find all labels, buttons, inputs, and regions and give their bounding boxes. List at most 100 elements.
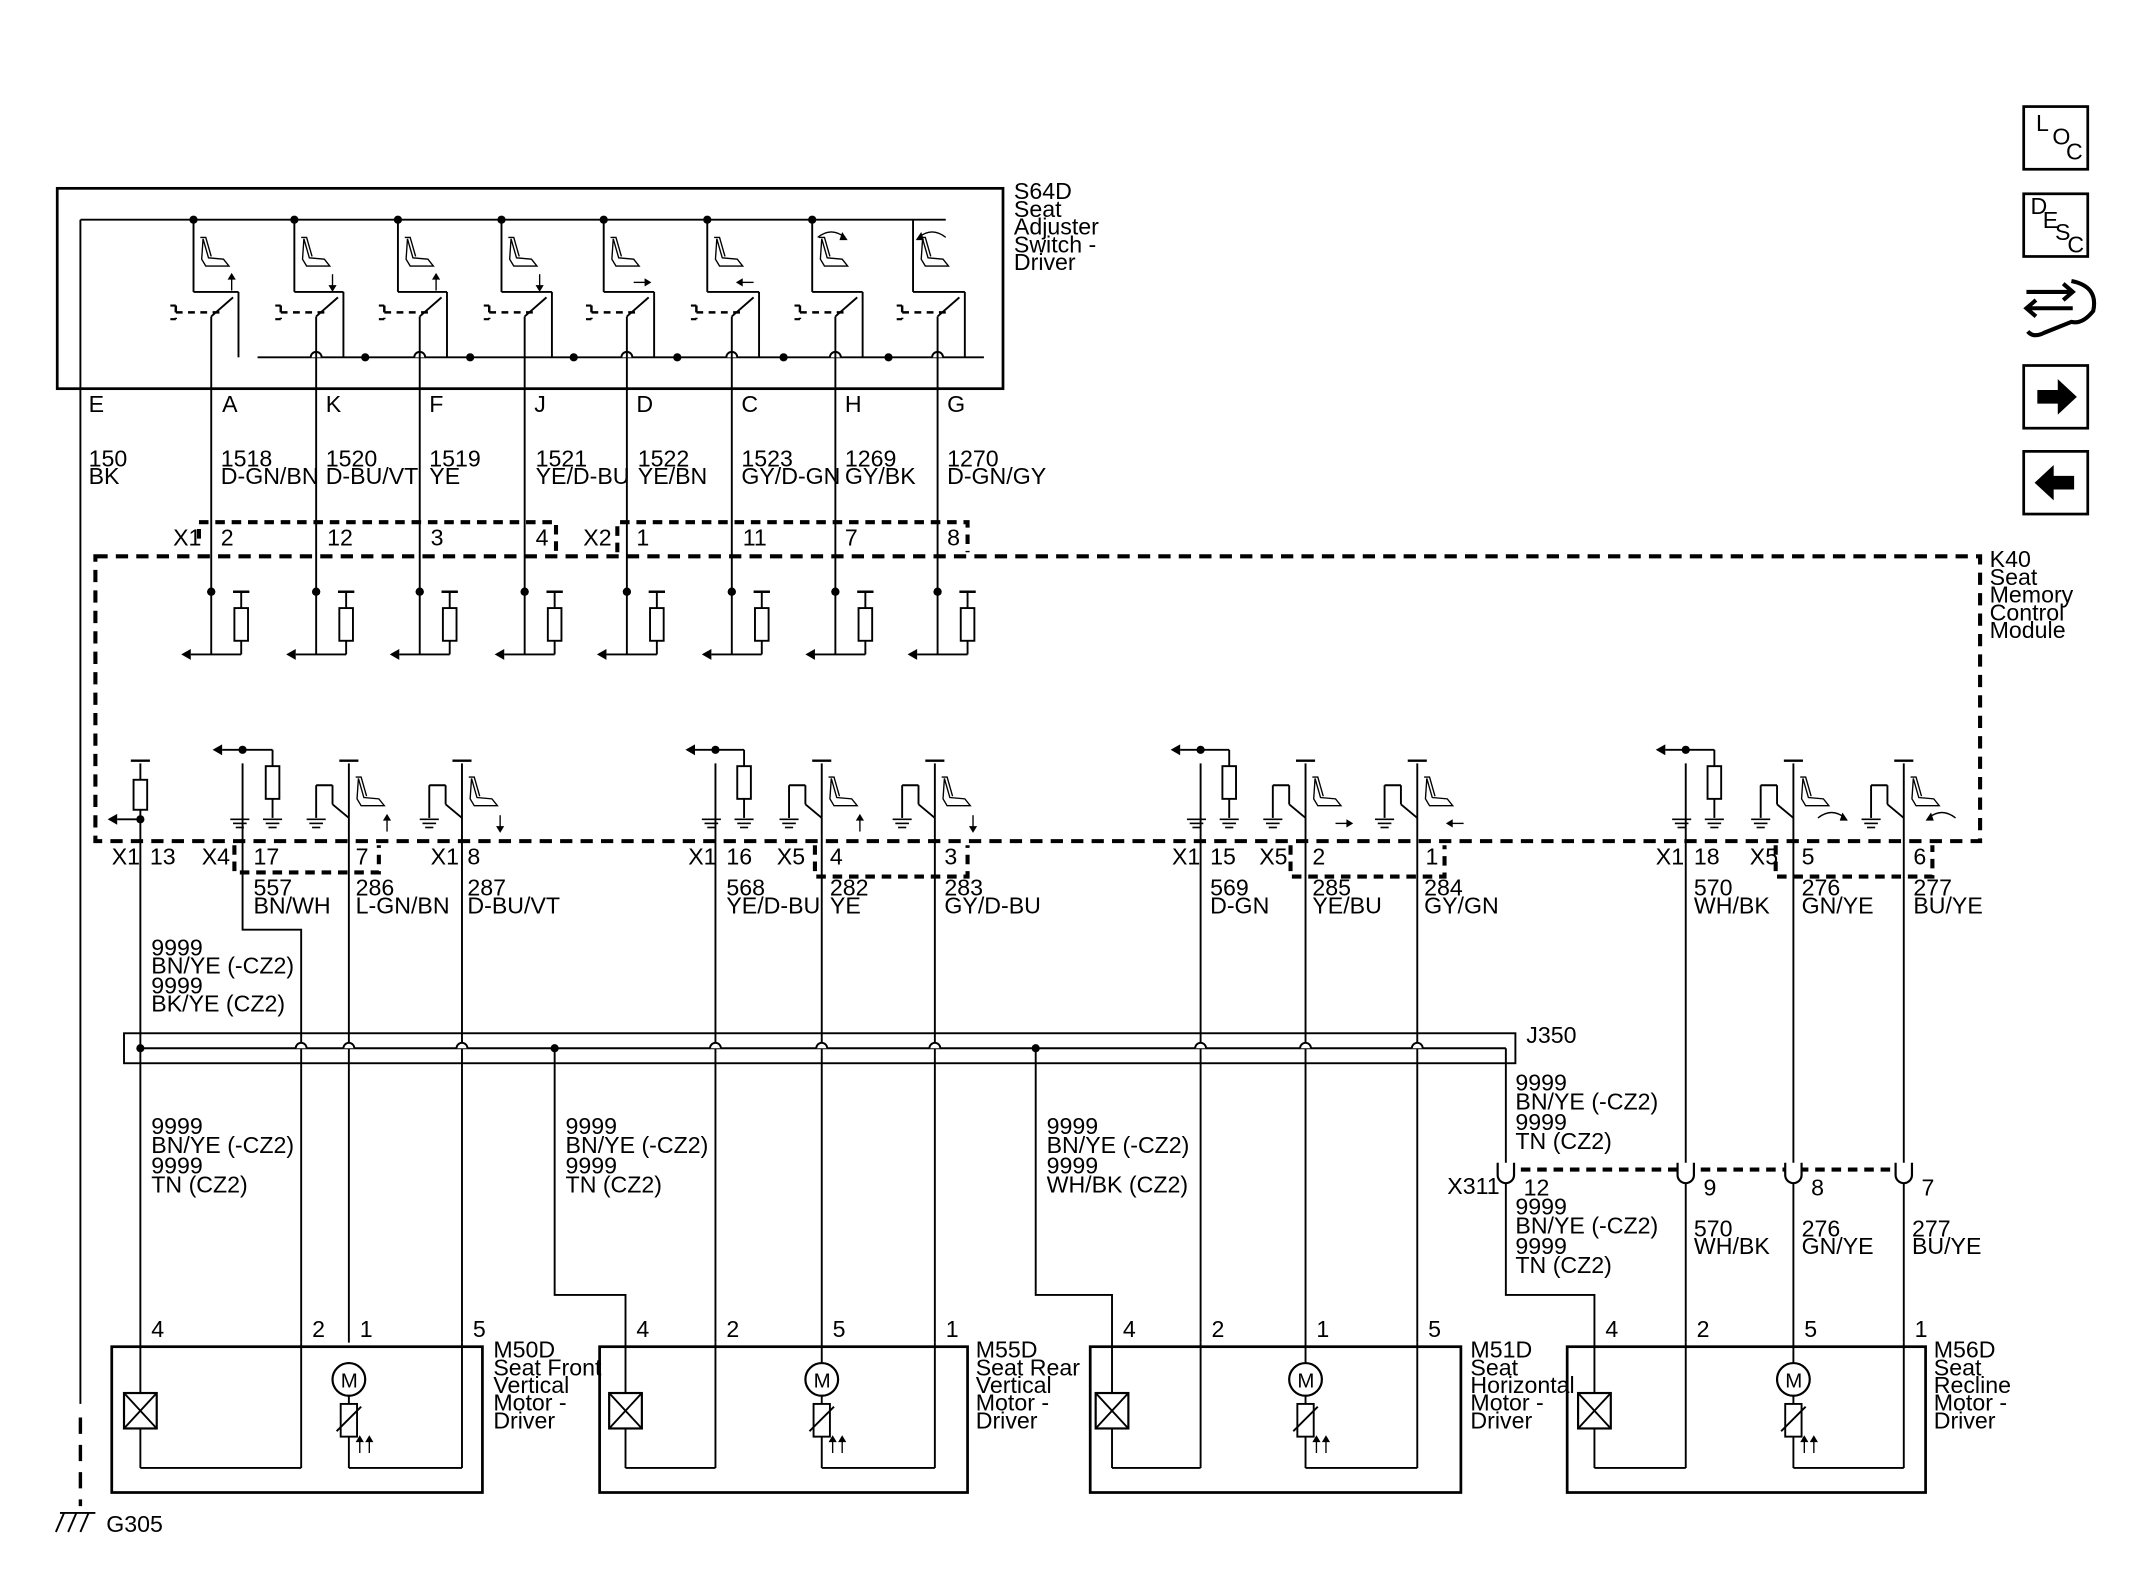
module-input-circuits: [181, 587, 976, 660]
motor-label: Driver: [976, 1407, 1038, 1433]
svg-text:287: 287: [467, 875, 506, 901]
motor-driver: [1170, 744, 1465, 829]
module-output-circuits: [107, 744, 1957, 834]
svg-text:G305: G305: [106, 1511, 163, 1537]
ground-icon: [54, 1511, 96, 1533]
motor-label: Motor -: [1934, 1390, 2007, 1416]
input-pullup: [701, 587, 770, 660]
seat-icon: [1423, 776, 1454, 807]
svg-text:J: J: [534, 391, 546, 417]
motor-icon: M: [1775, 1361, 1811, 1397]
direction-arrow-icon: [1334, 818, 1354, 829]
svg-text:BK: BK: [89, 463, 120, 489]
svg-text:YE: YE: [429, 463, 460, 489]
svg-text:YE/BU: YE/BU: [1312, 892, 1382, 918]
svg-text:1: 1: [636, 524, 649, 550]
next-button[interactable]: [2022, 364, 2090, 430]
motor-icon: M: [804, 1361, 840, 1397]
svg-text:286: 286: [356, 875, 395, 901]
motor-pin-label: 4: [1123, 1316, 1136, 1342]
svg-text:277: 277: [1912, 1215, 1951, 1241]
svg-text:GY/BK: GY/BK: [845, 463, 916, 489]
motor-label: Seat Rear: [976, 1354, 1081, 1380]
seat-icon: [713, 236, 744, 267]
motor-label: Seat: [1934, 1354, 1982, 1380]
seat-adjuster-switch: S64D Seat Adjuster Switch - Driver: [55, 178, 1099, 391]
svg-text:4: 4: [536, 524, 549, 550]
seat-icon: [468, 776, 499, 807]
back-button[interactable]: [2022, 449, 2090, 516]
svg-text:M: M: [814, 1370, 831, 1393]
svg-text:570: 570: [1694, 875, 1733, 901]
svg-text:6: 6: [1913, 843, 1926, 869]
svg-text:GY/GN: GY/GN: [1424, 892, 1499, 918]
svg-text:568: 568: [726, 875, 765, 901]
switch-contact: [170, 219, 240, 358]
ground-icon: [891, 818, 913, 829]
ground-icon: [733, 818, 755, 829]
svg-text:GY/D-BU: GY/D-BU: [944, 892, 1041, 918]
svg-text:Driver: Driver: [1014, 249, 1076, 275]
svg-text:X1: X1: [688, 843, 716, 869]
seat-icon: [1909, 776, 1940, 807]
motor-label: Vertical: [976, 1372, 1052, 1398]
ground-icon: [1186, 818, 1207, 829]
svg-text:K: K: [326, 391, 342, 417]
repair-icon[interactable]: [2023, 279, 2097, 338]
seat-icon: [818, 236, 849, 267]
ground-icon: [1703, 818, 1725, 829]
motor-pin-label: 4: [636, 1316, 649, 1342]
svg-text:BN/YE (-CZ2): BN/YE (-CZ2): [1515, 1213, 1658, 1239]
seat-icon: [609, 236, 640, 267]
seat-icon: [827, 776, 858, 807]
svg-text:15: 15: [1210, 843, 1236, 869]
ground-g305: G305: [54, 219, 163, 1537]
svg-text:276: 276: [1802, 875, 1841, 901]
direction-arrow-icon: [1924, 811, 1957, 822]
svg-text:283: 283: [944, 875, 983, 901]
seat-icon: [1311, 776, 1342, 807]
svg-text:1521: 1521: [536, 445, 588, 471]
motor-label: Seat: [1470, 1354, 1518, 1380]
desc-button[interactable]: D E S C: [2022, 192, 2090, 258]
ground-icon: [1218, 818, 1240, 829]
input-pullup: [596, 587, 666, 660]
svg-text:1269: 1269: [845, 445, 897, 471]
svg-text:TN (CZ2): TN (CZ2): [1515, 1252, 1611, 1278]
switch-contact: [896, 219, 966, 358]
module-bottom-connectors: X1 13 X4 17 7 X1 8 X1 16 X5 4 3 X1 15 X5…: [112, 843, 1935, 879]
motor-label: Driver: [1470, 1407, 1532, 1433]
svg-text:S: S: [2055, 219, 2070, 245]
motor-label: Seat Front: [493, 1354, 602, 1380]
svg-text:5: 5: [1802, 843, 1815, 869]
motor-pin-label: 4: [151, 1316, 164, 1342]
svg-text:M: M: [1785, 1370, 1802, 1393]
svg-text:11: 11: [743, 524, 767, 550]
motor-pin-label: 2: [1697, 1316, 1710, 1342]
motor-pin-label: 1: [360, 1316, 373, 1342]
direction-arrow-icon: [534, 273, 545, 293]
svg-text:D: D: [636, 391, 653, 417]
svg-text:9999: 9999: [566, 1113, 618, 1139]
svg-text:7: 7: [845, 524, 858, 550]
svg-text:9999: 9999: [1515, 1109, 1567, 1135]
svg-text:TN (CZ2): TN (CZ2): [566, 1172, 662, 1198]
svg-text:9999: 9999: [1515, 1069, 1567, 1095]
svg-text:557: 557: [253, 875, 292, 901]
svg-text:8: 8: [1811, 1174, 1824, 1200]
ground-icon: [778, 818, 800, 829]
svg-text:A: A: [222, 391, 238, 417]
loc-button[interactable]: L O C: [2022, 105, 2090, 171]
svg-text:1522: 1522: [638, 445, 690, 471]
svg-text:285: 285: [1312, 875, 1351, 901]
svg-text:WH/BK: WH/BK: [1694, 1233, 1770, 1259]
motor-label: M55D: [976, 1337, 1038, 1363]
motor-pin-label: 1: [946, 1316, 959, 1342]
svg-text:X311: X311: [1447, 1173, 1499, 1199]
seat-memory-control-module: K40 Seat Memory Control Module: [93, 546, 2074, 844]
svg-text:E: E: [2043, 207, 2058, 233]
input-pullup: [181, 587, 250, 660]
direction-arrow-icon: [382, 813, 392, 833]
